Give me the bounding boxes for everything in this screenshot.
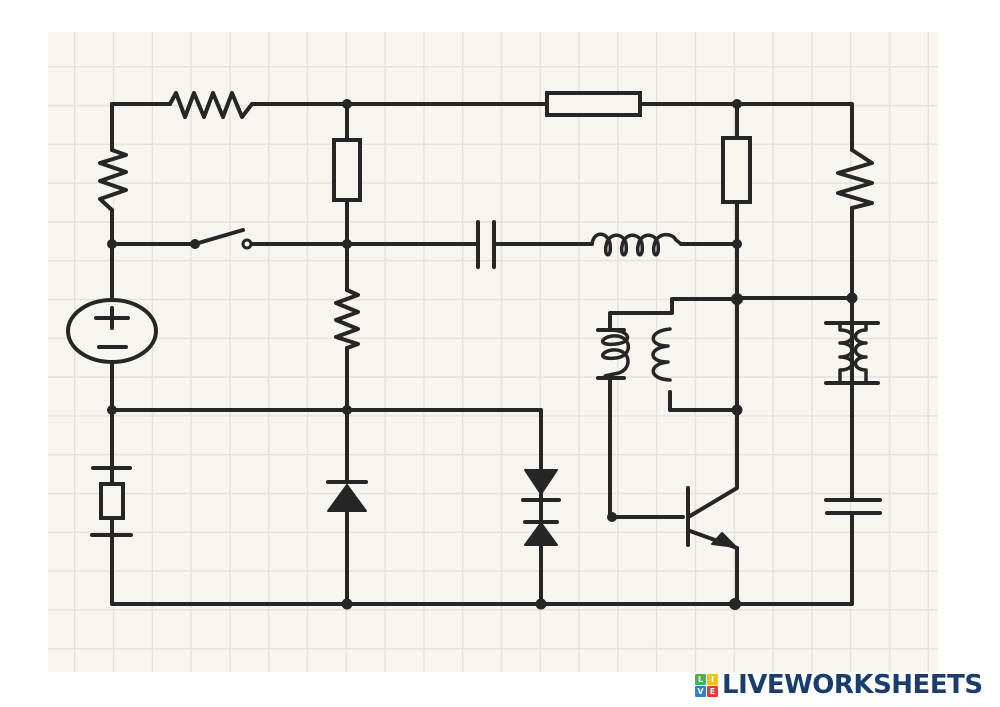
- junction: [107, 405, 117, 415]
- junction: [732, 239, 742, 249]
- resistor-top-middle: [545, 91, 642, 117]
- worksheet-grid: [48, 32, 938, 672]
- liveworksheets-logo[interactable]: L I V E LIVEWORKSHEETS: [695, 670, 983, 700]
- junction: [535, 598, 547, 610]
- zener-diode-pair: [521, 469, 561, 546]
- resistor-mid-lower: [334, 288, 360, 350]
- transformer-right-left-coil: [838, 321, 854, 385]
- wire-xfmr-secondary: [668, 390, 739, 412]
- switch-lever: [193, 228, 245, 246]
- junction: [107, 239, 117, 249]
- resistor-left: [98, 148, 128, 212]
- wire-xfmr-top: [608, 297, 739, 332]
- junction: [607, 512, 617, 522]
- capacitor-right: [824, 498, 882, 515]
- transformer-left: [596, 327, 672, 382]
- wire-left-bottom: [110, 511, 854, 606]
- junction: [342, 99, 352, 109]
- transformer-right: [824, 321, 880, 385]
- wire-xfmr-left-down: [608, 376, 685, 519]
- transformer-left-primary: [601, 328, 630, 380]
- junction: [732, 99, 742, 109]
- wire-top-right: [638, 102, 854, 152]
- logo-wordmark: LIVEWORKSHEETS: [722, 670, 983, 700]
- junction-dots: [107, 99, 858, 610]
- logo-tile: L: [695, 673, 706, 685]
- diode-lower: [524, 522, 558, 546]
- logo-tiles-icon: L I V E: [695, 673, 718, 697]
- junction: [846, 292, 858, 304]
- logo-tile: V: [695, 685, 706, 697]
- resistor-far-right: [836, 148, 874, 210]
- inductor-middle: [590, 232, 683, 257]
- junction: [731, 404, 743, 416]
- diode-upper: [524, 469, 558, 495]
- junction: [342, 239, 352, 249]
- wire-y410: [110, 408, 543, 470]
- plus-symbol: [94, 306, 130, 330]
- logo-tile: E: [707, 685, 718, 697]
- wires: [110, 102, 854, 606]
- fuse-left: [90, 466, 133, 537]
- transformer-left-secondary: [651, 327, 672, 382]
- logo-tile: I: [707, 673, 718, 685]
- voltage-source-body: [66, 298, 158, 364]
- junction: [342, 405, 352, 415]
- junction: [341, 598, 353, 610]
- resistor-right-upper: [721, 136, 752, 204]
- voltage-source: [66, 298, 158, 364]
- switch: [190, 228, 253, 250]
- switch-terminal: [241, 238, 253, 250]
- transistor-emitter-arrow: [711, 532, 737, 548]
- junction: [731, 293, 743, 305]
- wire-col-737-mid: [688, 200, 739, 518]
- transformer-right-right-coil: [853, 321, 868, 385]
- resistor-mid-upper: [332, 138, 362, 202]
- capacitor-middle: [476, 220, 496, 269]
- diode-middle: [326, 480, 368, 512]
- resistor-top-left: [168, 91, 254, 119]
- junction: [729, 598, 741, 610]
- npn-transistor: [686, 486, 739, 550]
